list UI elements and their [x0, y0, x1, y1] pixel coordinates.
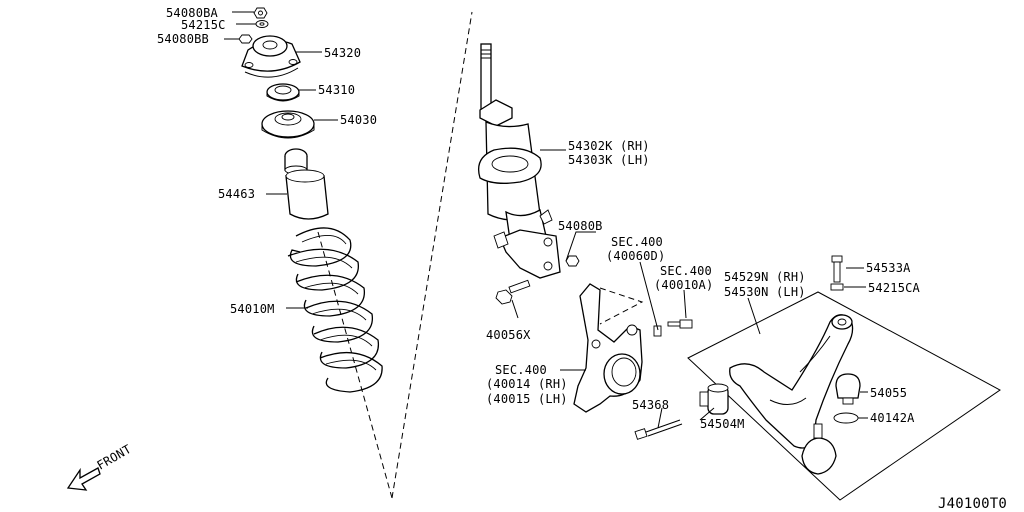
part-label-40142a: 40142A [870, 411, 915, 425]
part-label-54368: 54368 [632, 398, 669, 412]
part-label-54215ca: 54215CA [868, 281, 921, 295]
upper-mount-nut-54080ba [253, 7, 268, 19]
part-label-54310: 54310 [318, 83, 355, 97]
part-label-sec400-a: SEC.400 [611, 235, 663, 249]
part-label-54463: 54463 [218, 187, 255, 201]
strut-bolt-54080b [565, 255, 580, 267]
part-label-54530n: 54530N (LH) [724, 285, 806, 299]
part-label-54080bb: 54080BB [157, 32, 209, 46]
knuckle-guide-dashed [599, 287, 644, 325]
part-label-40056x: 40056X [486, 328, 531, 342]
part-label-54215c: 54215C [181, 18, 226, 32]
bushing-54504m [699, 383, 729, 415]
part-label-sec400-b: SEC.400 [660, 264, 712, 278]
part-label-54080b: 54080B [558, 219, 603, 233]
snap-ring-40142a [833, 412, 859, 424]
part-label-54529n: 54529N (RH) [724, 270, 806, 284]
bolt-54368 [634, 419, 683, 440]
nut-54080bb [238, 34, 253, 44]
coil-spring-54010m [287, 227, 383, 393]
ball-joint-54055 [835, 373, 861, 405]
bolt-54533a [831, 255, 843, 283]
part-label-54080ba: 54080BA [166, 6, 219, 20]
assembly-guide-line-left [317, 231, 393, 499]
part-label-54533a: 54533A [866, 261, 911, 275]
part-label-54320: 54320 [324, 46, 361, 60]
part-label-40010a: (40010A) [654, 278, 713, 292]
part-label-40014: (40014 (RH) [486, 377, 568, 391]
tie-rod-end-40060d [653, 325, 662, 337]
part-label-54303k: 54303K (LH) [568, 153, 650, 167]
lower-arm-54529n [729, 314, 854, 449]
bump-stop-boot-54463 [284, 148, 329, 220]
leader-lines [224, 11, 868, 429]
washer-54215ca [830, 283, 844, 291]
front-direction-arrow [66, 467, 101, 491]
steering-knuckle-40014 [573, 283, 643, 413]
strut-assembly-54302k [477, 43, 561, 279]
part-label-54504m: 54504M [700, 417, 745, 431]
lower-ball-joint [801, 423, 837, 475]
diagram-code: J40100T0 [938, 496, 1007, 512]
strut-mount-54320 [241, 35, 301, 78]
bearing-54310 [266, 83, 300, 102]
spring-seat-54030 [261, 110, 315, 139]
bolt-40010a [667, 319, 693, 329]
front-label: FRONT [95, 442, 134, 473]
part-label-54302k: 54302K (RH) [568, 139, 650, 153]
part-label-40060d: (40060D) [606, 249, 665, 263]
part-label-54010m: 54010M [230, 302, 275, 316]
lower-arm-frame [687, 291, 1001, 501]
part-label-54055: 54055 [870, 386, 907, 400]
bolt-40056x [495, 279, 531, 305]
washer-54215c [255, 20, 269, 28]
part-label-54030: 54030 [340, 113, 377, 127]
part-label-sec400-c: SEC.400 [495, 363, 547, 377]
assembly-guide-line-right [391, 11, 473, 499]
part-label-40015: (40015 (LH) [486, 392, 568, 406]
